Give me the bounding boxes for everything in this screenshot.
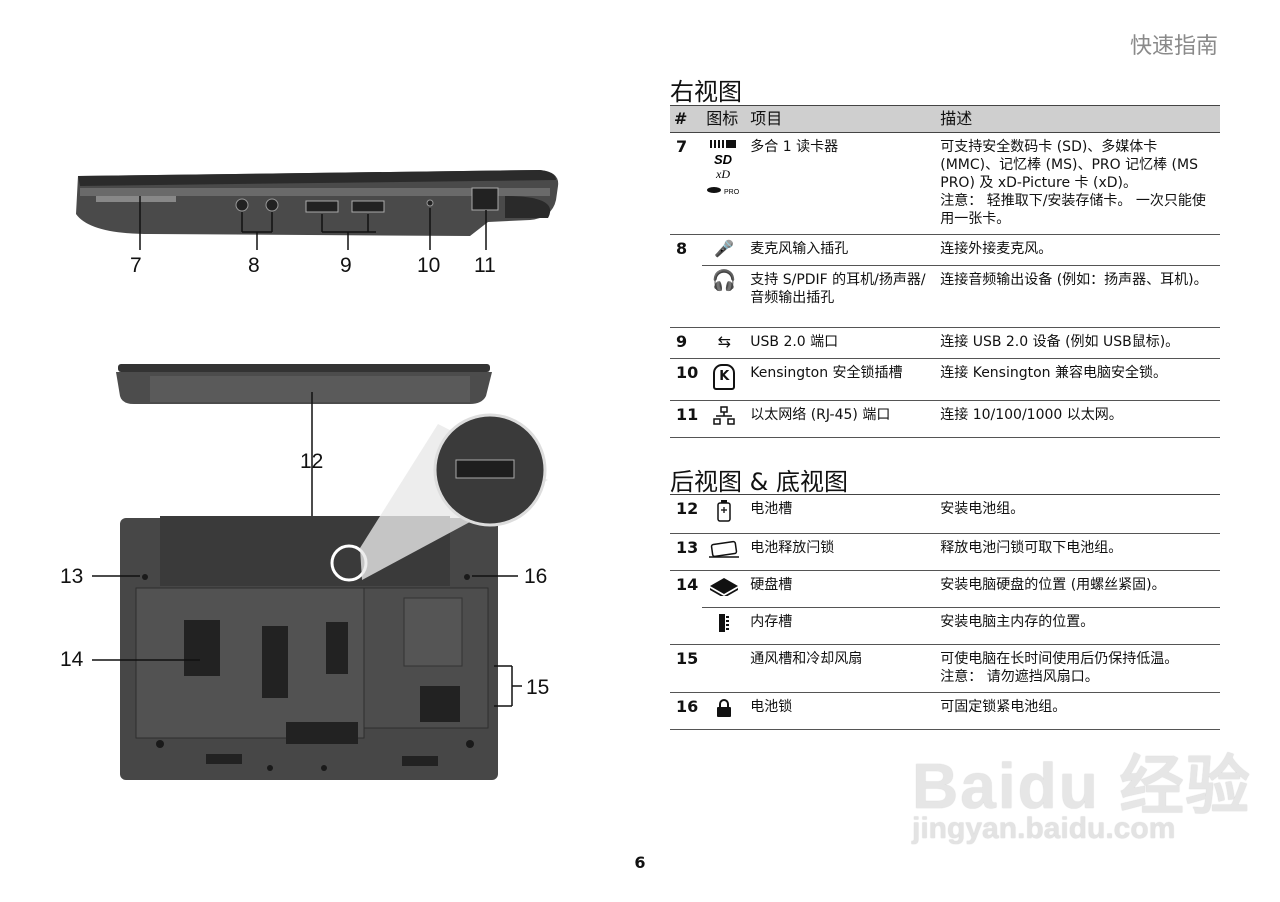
table-row: 内存槽 安装电脑主内存的位置。 (670, 607, 1220, 645)
baidu-watermark-url: jingyan.baidu.com (912, 812, 1176, 845)
row-item: USB 2.0 端口 (746, 327, 937, 359)
battery-icon (717, 500, 732, 522)
svg-text:PRO: PRO (724, 189, 740, 196)
row-desc: 连接 Kensington 兼容电脑安全锁。 (936, 358, 1220, 401)
callout-14: 14 (60, 648, 84, 671)
row-item: Kensington 安全锁插槽 (746, 358, 937, 401)
row-desc: 连接音频输出设备 (例如：扬声器、耳机)。 (936, 265, 1220, 328)
row-num: 14 (676, 575, 699, 594)
callout-16: 16 (524, 565, 548, 588)
page-number: 6 (634, 853, 646, 872)
row-item: 电池锁 (746, 692, 937, 730)
table-row: 16 电池锁 可固定锁紧电池组。 (670, 692, 1220, 730)
table-row: 13 电池释放闩锁 释放电池闩锁可取下电池组。 (670, 533, 1220, 571)
row-desc: 安装电脑主内存的位置。 (936, 607, 1220, 645)
sd-icon: SD (714, 152, 733, 167)
row-desc: 连接 USB 2.0 设备 (例如 USB鼠标)。 (936, 327, 1220, 359)
table-row: 12 电池槽 安装电池组。 (670, 494, 1220, 534)
row-desc: 可固定锁紧电池组。 (936, 692, 1220, 730)
row-desc: 可支持安全数码卡 (SD)、多媒体卡 (MMC)、记忆棒 (MS)、PRO 记忆… (940, 139, 1198, 191)
row-desc: 安装电池组。 (936, 494, 1220, 534)
row-note: 注意： 请勿遮挡风扇口。 (940, 669, 1099, 685)
table-row: 8 🎤 麦克风输入插孔 连接外接麦克风。 (670, 234, 1220, 266)
usb-icon: ⇆ (717, 331, 731, 351)
callout-9: 9 (340, 254, 352, 277)
row-num: 15 (670, 644, 703, 693)
row-desc: 释放电池闩锁可取下电池组。 (936, 533, 1220, 571)
right-view-title: 右视图 (670, 78, 742, 106)
row-item: 支持 S/PDIF 的耳机/扬声器/音频输出插孔 (746, 265, 937, 328)
xd-icon: xD (715, 167, 730, 181)
row-num: 7 (670, 132, 703, 235)
col-desc: 描述 (936, 105, 1220, 133)
memory-icon (719, 614, 730, 632)
row-item: 多合 1 读卡器 (746, 132, 937, 235)
table-row: 14 硬盘槽 安装电脑硬盘的位置 (用螺丝紧固)。 (670, 570, 1220, 608)
right-view-table: # 图标 项目 描述 7 SD xD PRO 多合 1 读卡器 可支持安全数码卡… (670, 105, 1220, 438)
laptop-bottom-view (92, 413, 548, 780)
row-item: 电池槽 (746, 494, 937, 534)
table-row: 10 K Kensington 安全锁插槽 连接 Kensington 兼容电脑… (670, 358, 1220, 401)
callout-8: 8 (248, 254, 260, 277)
row-num: 8 (676, 239, 688, 258)
microphone-icon: 🎤 (714, 239, 735, 258)
row-num (670, 607, 703, 645)
guide-title: 快速指南 (1129, 34, 1218, 59)
kensington-icon: K (713, 363, 736, 390)
callout-11: 11 (474, 254, 496, 277)
rear-bottom-view-title: 后视图 & 底视图 (670, 468, 848, 496)
row-item: 内存槽 (746, 607, 937, 645)
table-row: 11 以太网络 (RJ-45) 端口 连接 10/100/1000 以太网。 (670, 400, 1220, 438)
laptop-right-side-view (76, 170, 559, 250)
row-num: 16 (670, 692, 703, 730)
callout-7: 7 (130, 254, 142, 277)
row-num: 11 (670, 400, 703, 438)
row-note: 注意： 轻推取下/安装存储卡。 一次只能使用一张卡。 (940, 193, 1206, 227)
baidu-watermark-logo: Baidu 经验 (912, 750, 1252, 822)
table-row: 🎧 支持 S/PDIF 的耳机/扬声器/音频输出插孔 连接音频输出设备 (例如：… (670, 265, 1220, 328)
headphones-icon: 🎧 (711, 268, 737, 292)
ethernet-icon (713, 405, 736, 425)
laptop-illustrations (76, 170, 559, 780)
table-row: 9 ⇆ USB 2.0 端口 连接 USB 2.0 设备 (例如 USB鼠标)。 (670, 327, 1220, 359)
row-item: 以太网络 (RJ-45) 端口 (746, 400, 937, 438)
row-desc: 安装电脑硬盘的位置 (用螺丝紧固)。 (936, 570, 1220, 608)
row-num: 12 (670, 494, 703, 534)
callout-12: 12 (300, 450, 324, 473)
callout-10: 10 (417, 254, 441, 277)
row-num (670, 265, 703, 328)
table-row: 7 SD xD PRO 多合 1 读卡器 可支持安全数码卡 (SD)、多媒体卡 … (670, 132, 1220, 235)
row-num: 13 (670, 533, 703, 571)
row-desc: 连接外接麦克风。 (936, 234, 1220, 266)
row-desc: 连接 10/100/1000 以太网。 (936, 400, 1220, 438)
card-reader-icon: SD xD PRO (707, 140, 740, 196)
hard-disk-icon (710, 578, 739, 598)
col-item: 项目 (746, 105, 937, 133)
row-item: 麦克风输入插孔 (746, 234, 937, 266)
row-item: 电池释放闩锁 (746, 533, 937, 571)
row-num: 10 (670, 358, 703, 401)
row-num: 9 (670, 327, 703, 359)
lock-icon (717, 699, 732, 717)
col-num: # (670, 105, 703, 133)
battery-release-icon (709, 540, 740, 558)
table-header-row: # 图标 项目 描述 (670, 105, 1220, 133)
callout-13: 13 (60, 565, 84, 588)
rear-bottom-table: 12 电池槽 安装电池组。 13 电池释放闩锁 释放电池闩锁可取下电池组。 14 (670, 494, 1220, 730)
row-item: 硬盘槽 (746, 570, 937, 608)
ms-pro-icon (707, 187, 722, 193)
col-icon: 图标 (702, 105, 747, 133)
table-row: 15 通风槽和冷却风扇 可使电脑在长时间使用后仍保持低温。 注意： 请勿遮挡风扇… (670, 644, 1220, 693)
laptop-rear-view (116, 364, 492, 534)
row-desc: 可使电脑在长时间使用后仍保持低温。 (940, 651, 1179, 667)
row-item: 通风槽和冷却风扇 (746, 644, 937, 693)
callout-15: 15 (526, 676, 550, 699)
